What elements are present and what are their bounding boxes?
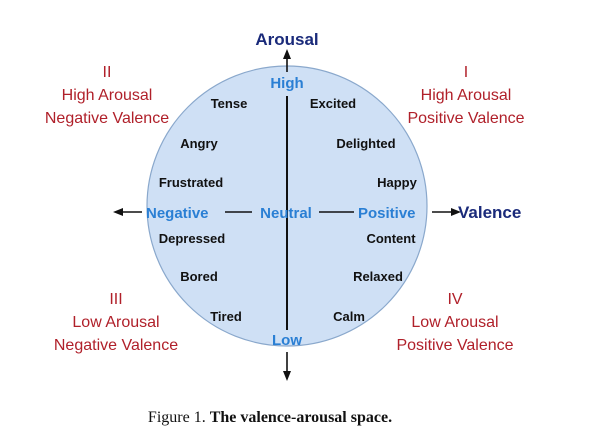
- quadrant-2-line2: Negative Valence: [45, 110, 169, 127]
- quadrant-1-line1: High Arousal: [421, 87, 512, 104]
- figure-caption: Figure 1. The valence-arousal space.: [148, 409, 392, 426]
- emotion-angry: Angry: [180, 136, 218, 151]
- quadrant-1-line2: Positive Valence: [407, 110, 524, 127]
- emotion-frustrated: Frustrated: [159, 175, 223, 190]
- quadrant-4-line2: Positive Valence: [396, 337, 513, 354]
- emotion-delighted: Delighted: [336, 136, 395, 151]
- quadrant-1-numeral: I: [464, 64, 468, 81]
- quadrant-4-numeral: IV: [447, 291, 462, 308]
- emotion-happy: Happy: [377, 175, 418, 190]
- quadrant-3-numeral: III: [109, 291, 122, 308]
- emotion-calm: Calm: [333, 309, 365, 324]
- neutral-label: Neutral: [260, 205, 312, 222]
- emotion-bored: Bored: [180, 269, 218, 284]
- emotion-depressed: Depressed: [159, 231, 226, 246]
- emotion-excited: Excited: [310, 96, 356, 111]
- quadrant-2-line1: High Arousal: [62, 87, 153, 104]
- emotion-relaxed: Relaxed: [353, 269, 403, 284]
- emotion-tired: Tired: [210, 309, 242, 324]
- quadrant-2-numeral: II: [103, 64, 112, 81]
- caption-title: The valence-arousal space.: [210, 409, 392, 426]
- emotion-content: Content: [366, 231, 416, 246]
- quadrant-3-line2: Negative Valence: [54, 337, 178, 354]
- high-label: High: [270, 75, 303, 92]
- positive-label: Positive: [358, 205, 416, 222]
- arousal-axis-title: Arousal: [255, 30, 318, 49]
- quadrant-3-line1: Low Arousal: [72, 314, 159, 331]
- negative-label: Negative: [146, 205, 209, 222]
- low-label: Low: [272, 332, 302, 349]
- valence-axis-title: Valence: [458, 203, 521, 222]
- emotion-tense: Tense: [211, 96, 248, 111]
- caption-prefix: Figure 1.: [148, 409, 210, 426]
- quadrant-4-line1: Low Arousal: [411, 314, 498, 331]
